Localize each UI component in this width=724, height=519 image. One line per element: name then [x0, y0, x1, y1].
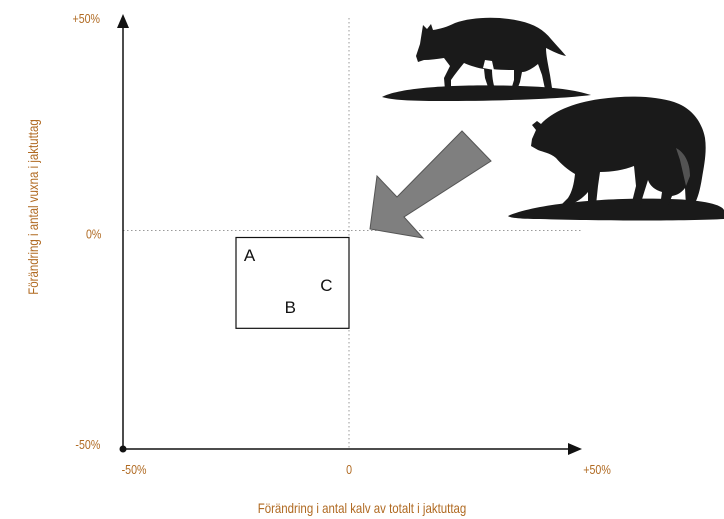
- y-tick-labels: +50% 0% -50%: [72, 11, 101, 452]
- x-tick-label: -50%: [122, 462, 147, 477]
- point-label-b: B: [285, 298, 296, 317]
- point-label-c: C: [320, 276, 332, 295]
- point-label-a: A: [244, 246, 256, 265]
- x-tick-labels: -50% 0 +50%: [122, 462, 612, 477]
- pointer-arrow-icon: [369, 130, 492, 239]
- x-tick-label: +50%: [583, 462, 611, 477]
- y-axis-title: Förändring i antal vuxna i jaktuttag: [25, 119, 41, 294]
- wolf-silhouette-icon: [382, 17, 591, 101]
- x-axis-arrowhead: [568, 443, 582, 455]
- bear-silhouette-icon: [508, 96, 724, 221]
- y-tick-label: 0%: [86, 226, 102, 241]
- result-region-box: [235, 236, 350, 329]
- y-tick-label: +50%: [72, 11, 100, 26]
- x-tick-label: 0: [346, 462, 352, 477]
- y-tick-label: -50%: [75, 437, 100, 452]
- origin-dot: [119, 445, 127, 453]
- x-axis-title: Förändring i antal kalv av totalt i jakt…: [258, 500, 467, 516]
- y-axis-arrowhead: [117, 14, 129, 28]
- data-points: A B C: [244, 246, 333, 317]
